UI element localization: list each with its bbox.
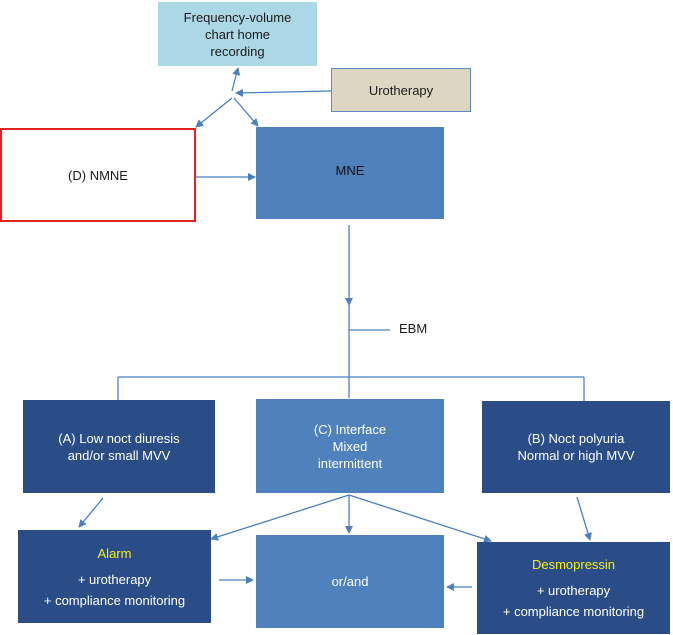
- arrow-junction-to-nmne: [195, 97, 233, 128]
- alarm-line-2: + compliance monitoring: [43, 592, 186, 608]
- or-and-box: or/and: [256, 535, 444, 628]
- low-diuresis-line-2: and/or small MVV: [67, 447, 171, 463]
- arrow-a-to-alarm: [78, 497, 104, 528]
- arrow-b-to-desmopressin: [576, 496, 592, 541]
- desmopressin-title: Desmopressin: [531, 557, 616, 572]
- alarm-line-1: + urotherapy: [77, 571, 152, 587]
- polyuria-line-1: (B) Noct polyuria: [527, 431, 625, 446]
- arrow-junction-to-frequency-chart: [231, 67, 241, 92]
- desmopressin-line-1: + urotherapy: [536, 583, 611, 598]
- alarm-title: Alarm: [97, 545, 132, 561]
- interface-line-3: intermittent: [317, 455, 383, 471]
- arrow-c-to-alarm: [210, 494, 350, 541]
- interface-line-2: Mixed: [332, 438, 368, 454]
- nmne-label: (D) NMNE: [68, 167, 128, 183]
- low-diuresis-line-1: (A) Low noct diuresis: [58, 430, 180, 446]
- arrow-urotherapy-to-junction: [235, 88, 332, 97]
- interface-line-1: (C) Interface: [313, 421, 387, 437]
- polyuria-line-2: Normal or high MVV: [517, 448, 635, 463]
- mne-box: MNE: [256, 127, 444, 219]
- alarm-box: Alarm + urotherapy + compliance monitori…: [18, 530, 211, 623]
- polyuria-box: (B) Noct polyuria Normal or high MVV: [482, 401, 670, 493]
- desmopressin-box: Desmopressin + urotherapy + compliance m…: [477, 542, 670, 634]
- ebm-label: EBM: [399, 321, 428, 336]
- arrow-junction-to-mne: [233, 97, 259, 127]
- frequency-volume-line-3: recording: [210, 43, 265, 59]
- low-diuresis-box: (A) Low noct diuresis and/or small MVV: [23, 400, 215, 493]
- frequency-volume-line-1: Frequency-volume: [183, 9, 292, 25]
- interface-box: (C) Interface Mixed intermittent: [256, 399, 444, 493]
- urotherapy-label: Urotherapy: [368, 82, 434, 98]
- desmopressin-line-2: + compliance monitoring: [502, 604, 645, 619]
- mne-label: MNE: [335, 162, 365, 178]
- arrow-c-to-desmopressin: [348, 494, 492, 543]
- or-and-label: or/and: [331, 574, 369, 589]
- urotherapy-box: Urotherapy: [331, 68, 471, 112]
- frequency-volume-chart-box: Frequency-volume chart home recording: [158, 2, 317, 66]
- nmne-box: (D) NMNE: [0, 128, 196, 222]
- frequency-volume-line-2: chart home: [204, 26, 271, 42]
